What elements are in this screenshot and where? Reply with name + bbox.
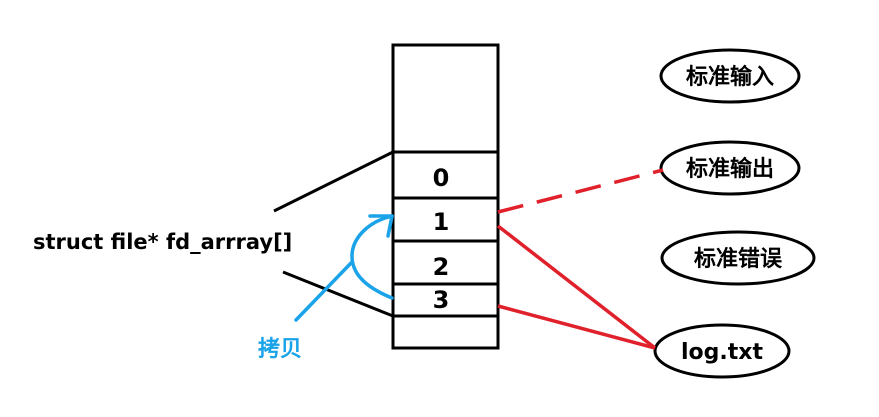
copy-arrow xyxy=(294,214,394,322)
index-3: 3 xyxy=(433,286,450,314)
stdin-label: 标准输入 xyxy=(686,64,774,90)
index-2: 2 xyxy=(433,253,450,281)
array-brace-bottom xyxy=(282,270,394,318)
array-brace-top xyxy=(273,150,394,213)
fd1-to-logfile xyxy=(496,224,657,350)
copy-label: 拷贝 xyxy=(258,336,302,362)
fd-array-box xyxy=(391,43,500,350)
fd1-to-stdout-dashed xyxy=(497,168,664,214)
stderr-node xyxy=(660,230,816,286)
index-0: 0 xyxy=(433,164,450,192)
logfile-label: log.txt xyxy=(681,340,763,365)
fd-array-label: struct file* fd_arrray[] xyxy=(33,230,292,254)
stdin-node xyxy=(659,48,801,104)
logfile-node xyxy=(653,323,791,379)
fd3-to-logfile xyxy=(497,304,656,350)
stdout-node xyxy=(659,140,801,196)
stderr-label: 标准错误 xyxy=(694,246,783,272)
stdout-label: 标准输出 xyxy=(686,156,774,182)
index-1: 1 xyxy=(433,208,450,236)
